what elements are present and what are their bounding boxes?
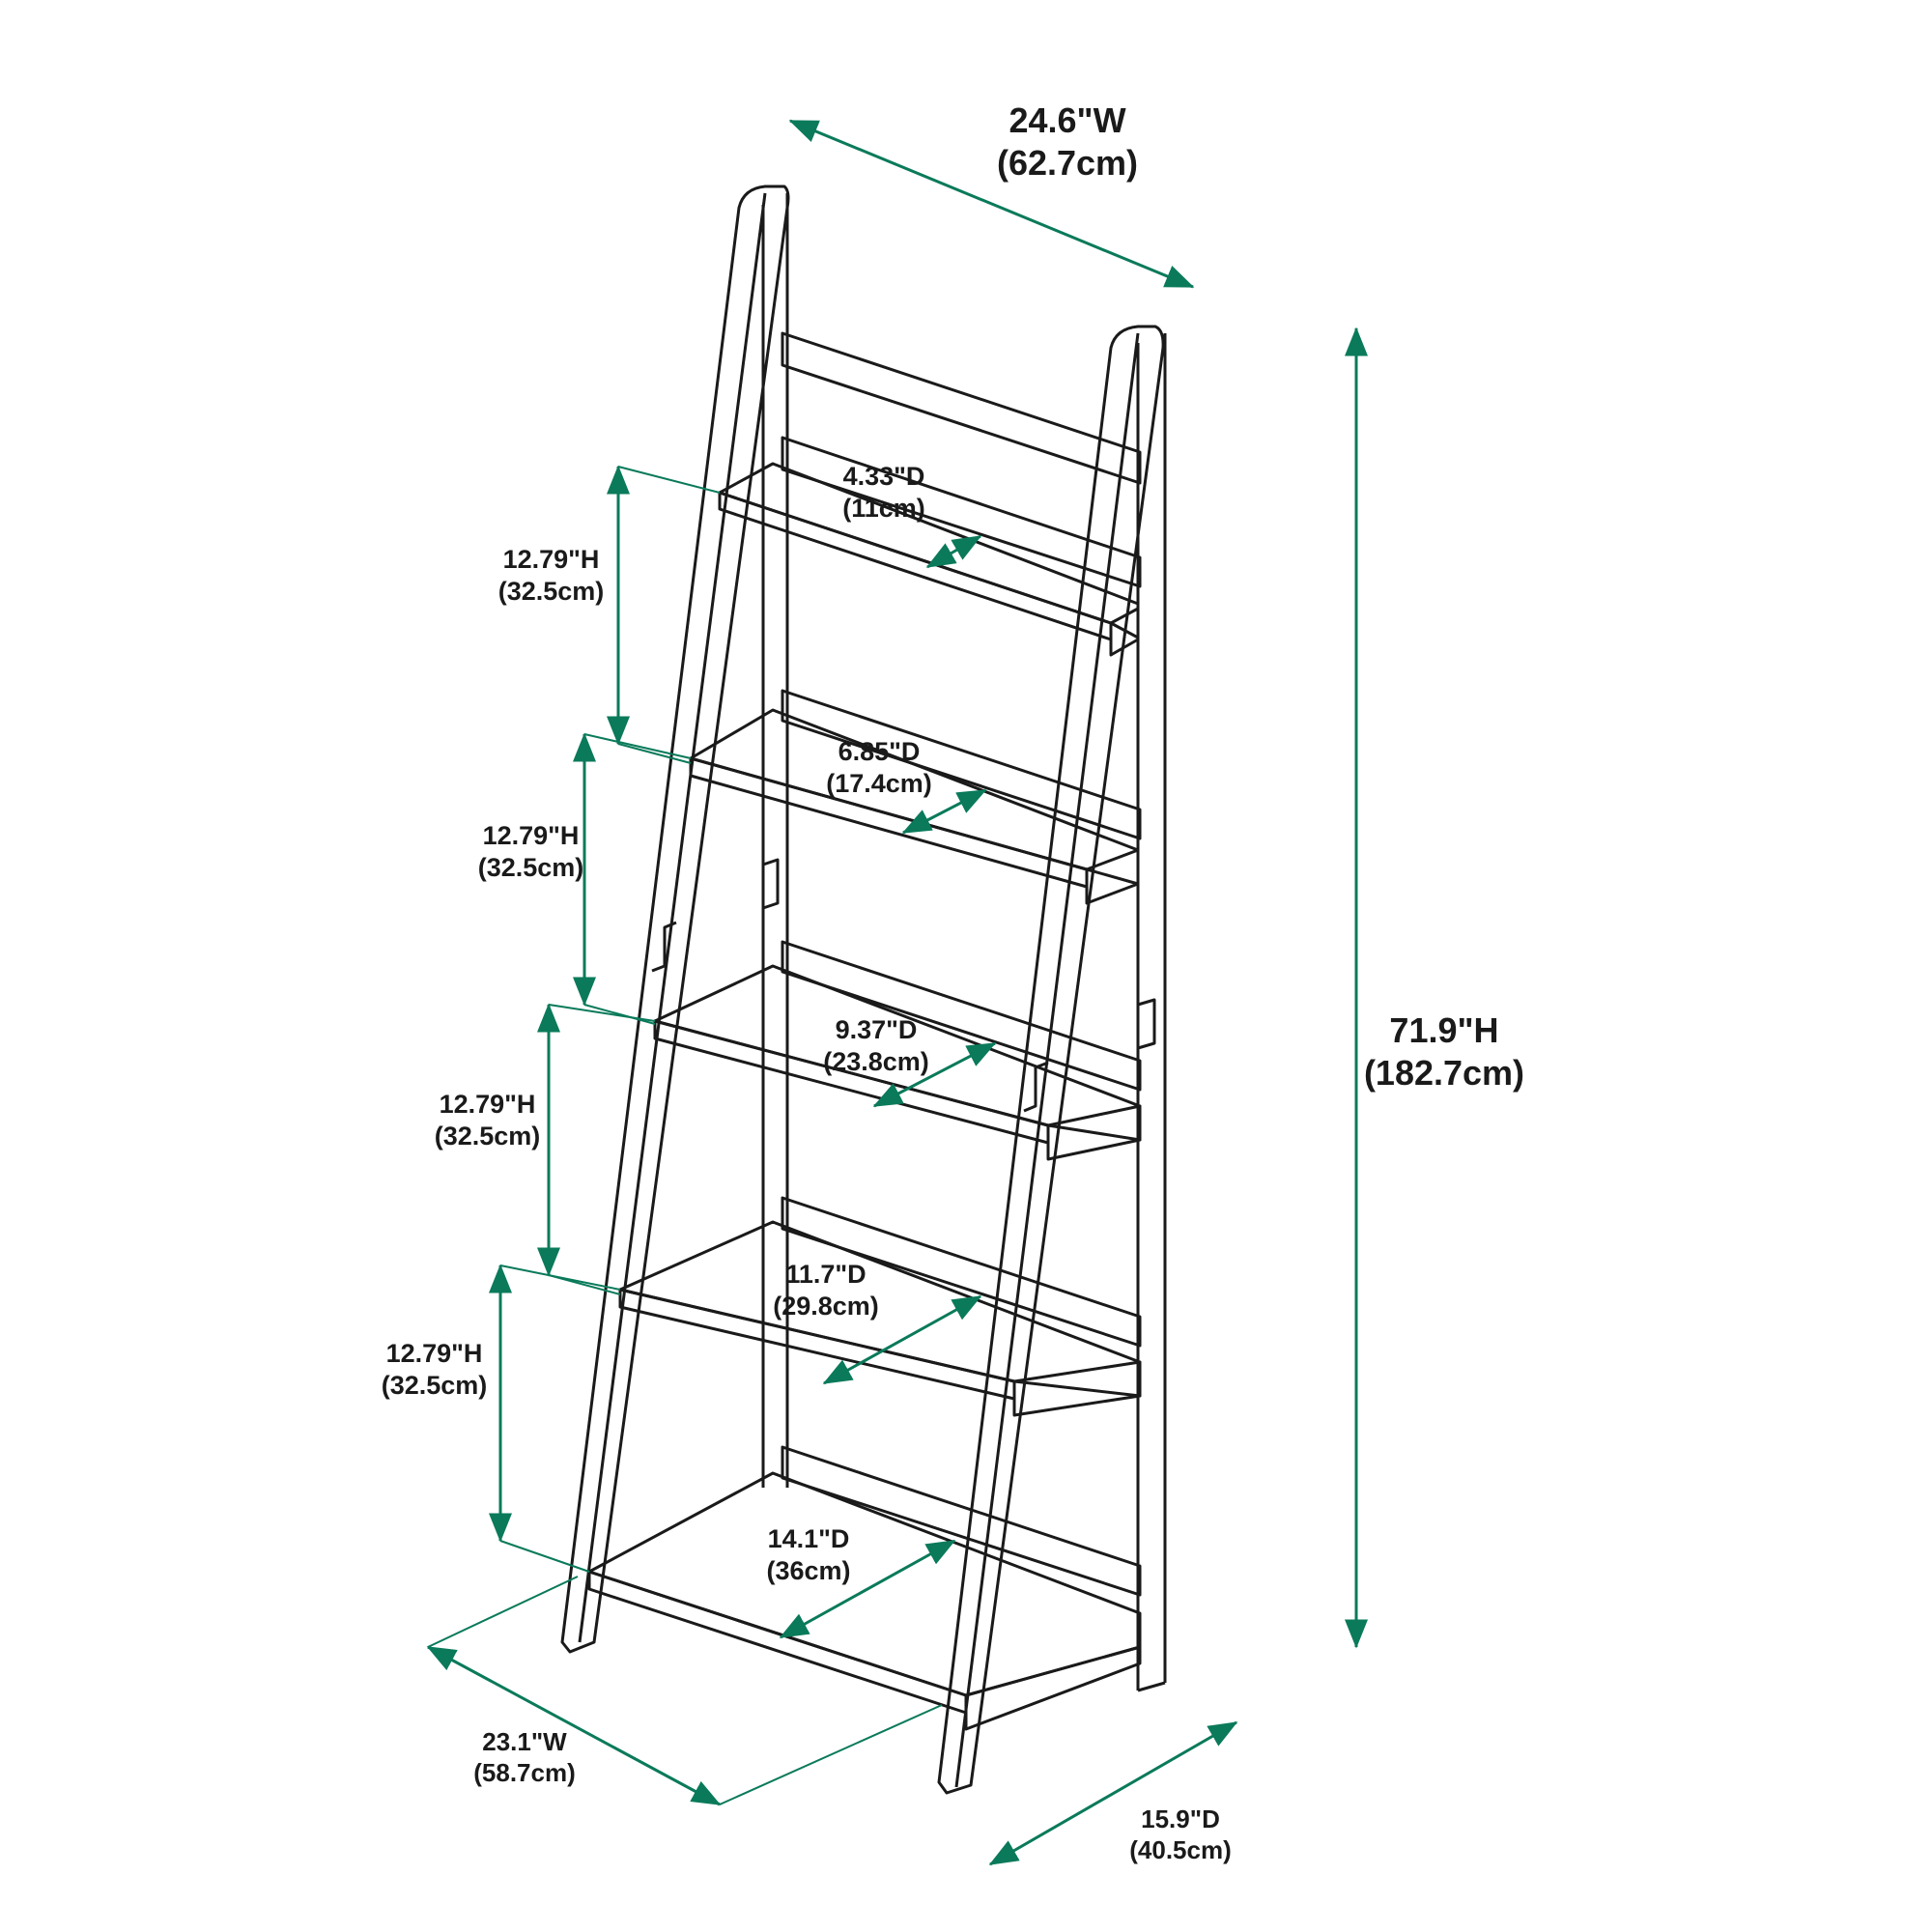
- depth-metric: (23.8cm): [823, 1046, 929, 1076]
- overall-width-imperial: 24.6"W: [1009, 100, 1126, 140]
- width-dimension-line: [788, 119, 1195, 289]
- depth-imperial: 9.37"D: [835, 1015, 918, 1044]
- front-left-rail: [560, 185, 790, 1654]
- depth-dim-2: [901, 788, 987, 835]
- shelf-spacing-label-3: 12.79"H (32.5cm): [417, 1089, 557, 1152]
- depth-dim-3: [872, 1041, 997, 1108]
- shelf-1: [718, 462, 1140, 657]
- depth-metric: (29.8cm): [773, 1291, 879, 1321]
- overall-width-metric: (62.7cm): [996, 142, 1139, 183]
- back-left-post: [761, 193, 789, 1488]
- overall-height-imperial: 71.9"H: [1389, 1010, 1499, 1050]
- spacing-imperial: 12.79"H: [482, 821, 580, 850]
- base-width-metric: (58.7cm): [473, 1757, 576, 1787]
- depth-imperial: 4.33"D: [842, 462, 925, 491]
- spacing-metric: (32.5cm): [477, 852, 584, 882]
- shelf-5: [587, 1471, 1142, 1731]
- post-brackets: [651, 858, 1156, 1113]
- shelf-spacing-label-2: 12.79"H (32.5cm): [461, 820, 601, 884]
- base-width-dimension-line: [426, 1645, 722, 1806]
- spacing-metric: (32.5cm): [381, 1370, 488, 1400]
- overall-width-label: 24.6"W (62.7cm): [942, 99, 1193, 185]
- spacing-metric: (32.5cm): [434, 1121, 541, 1151]
- base-depth-label: 15.9"D (40.5cm): [1103, 1804, 1258, 1865]
- dimension-lines: [426, 119, 1368, 1866]
- depth-dim-5: [779, 1539, 956, 1639]
- front-right-rail: [937, 325, 1165, 1795]
- spacing-imperial: 12.79"H: [502, 545, 600, 574]
- base-width-label: 23.1"W (58.7cm): [447, 1727, 602, 1788]
- base-depth-metric: (40.5cm): [1129, 1834, 1232, 1864]
- back-right-post: [1136, 333, 1167, 1692]
- base-depth-imperial: 15.9"D: [1141, 1804, 1220, 1833]
- shelf-depth-label-2: 6.85"D (17.4cm): [802, 736, 956, 800]
- depth-imperial: 14.1"D: [767, 1524, 850, 1553]
- bookshelf-frame: [560, 185, 1167, 1795]
- shelf-spacing-label-4: 12.79"H (32.5cm): [364, 1338, 504, 1402]
- shelf-spacing-label-1: 12.79"H (32.5cm): [481, 544, 621, 608]
- depth-imperial: 11.7"D: [785, 1260, 867, 1289]
- shelf-depth-label-1: 4.33"D (11cm): [811, 461, 956, 525]
- shelf-depth-label-4: 11.7"D (29.8cm): [749, 1259, 903, 1322]
- base-width-imperial: 23.1"W: [482, 1727, 567, 1756]
- shelf-depth-label-3: 9.37"D (23.8cm): [799, 1014, 953, 1078]
- depth-metric: (17.4cm): [826, 768, 932, 798]
- spacing-imperial: 12.79"H: [385, 1339, 483, 1368]
- depth-metric: (36cm): [766, 1555, 851, 1585]
- depth-dim-1: [925, 534, 982, 569]
- depth-imperial: 6.85"D: [838, 737, 921, 766]
- shelf-depth-label-5: 14.1"D (36cm): [736, 1523, 881, 1587]
- base-depth-dimension-line: [988, 1720, 1238, 1866]
- spacing-imperial: 12.79"H: [439, 1090, 536, 1119]
- spacing-metric: (32.5cm): [497, 576, 605, 606]
- depth-dim-4: [822, 1294, 982, 1385]
- overall-height-label: 71.9"H (182.7cm): [1343, 1009, 1546, 1094]
- overall-height-metric: (182.7cm): [1363, 1052, 1525, 1093]
- depth-metric: (11cm): [842, 493, 925, 523]
